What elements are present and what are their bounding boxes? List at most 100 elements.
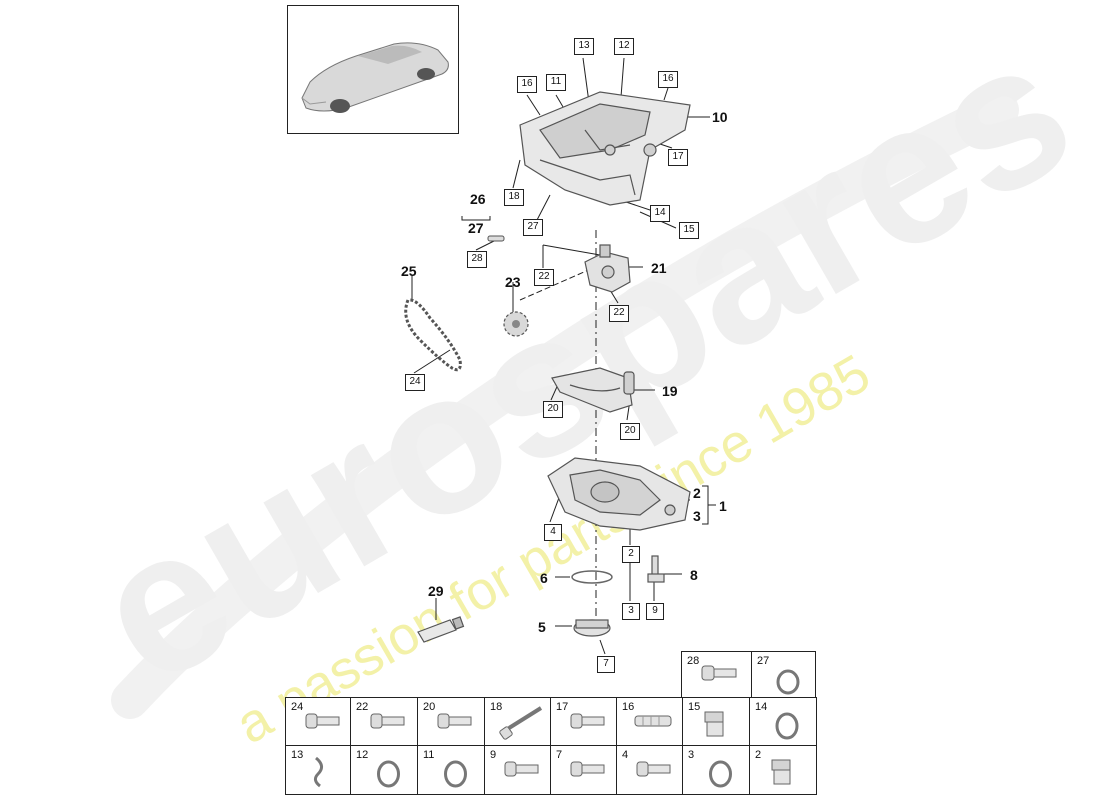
callout-3: 3 — [693, 508, 701, 524]
box-20a: 20 — [543, 401, 563, 418]
part-number: 11 — [423, 749, 435, 761]
oil-level-sensor — [647, 555, 665, 583]
part-number: 4 — [622, 749, 629, 761]
box-13: 13 — [574, 38, 594, 55]
callout-1: 1 — [719, 498, 727, 514]
stud-icon — [634, 715, 672, 727]
box-27: 27 — [523, 219, 543, 236]
bolt-icon — [570, 713, 605, 729]
callout-25: 25 — [401, 263, 417, 279]
ring-icon — [377, 760, 400, 788]
o-ring — [571, 570, 613, 584]
bolt-icon — [305, 713, 340, 729]
box-9: 9 — [646, 603, 664, 620]
part-cell-12: 12 — [350, 745, 419, 795]
box-14: 14 — [650, 205, 670, 222]
box-18: 18 — [504, 189, 524, 206]
upper-oil-sump-frame — [519, 91, 691, 206]
box-2: 2 — [622, 546, 640, 563]
drive-chain — [404, 298, 462, 372]
sealant-tube — [417, 616, 465, 643]
part-cell-18: 18 — [484, 697, 552, 747]
callout-27: 27 — [468, 220, 484, 236]
callout-26: 26 — [470, 191, 486, 207]
part-cell-7: 7 — [550, 745, 618, 795]
box-20b: 20 — [620, 423, 640, 440]
part-number: 3 — [688, 749, 695, 761]
part-cell-17: 17 — [550, 697, 618, 747]
part-number: 15 — [688, 701, 701, 713]
box-3: 3 — [622, 603, 640, 620]
callout-23: 23 — [505, 274, 521, 290]
oil-drain-cover — [573, 619, 611, 637]
part-cell-27: 27 — [751, 651, 816, 699]
box-15: 15 — [679, 222, 699, 239]
bolt-icon — [370, 713, 405, 729]
oil-baffle — [551, 367, 635, 413]
box-16b: 16 — [658, 71, 678, 88]
sprocket — [503, 311, 529, 337]
bolt-icon — [504, 761, 539, 777]
plug-icon — [704, 711, 724, 737]
box-17: 17 — [668, 149, 688, 166]
part-number: 17 — [556, 701, 569, 713]
part-number: 13 — [291, 749, 304, 761]
callout-8: 8 — [690, 567, 698, 583]
bolt-icon — [437, 713, 472, 729]
oil-pan — [547, 457, 691, 531]
box-16a: 16 — [517, 76, 537, 93]
clip-icon — [313, 756, 323, 788]
box-4: 4 — [544, 524, 562, 541]
part-number: 14 — [755, 701, 768, 713]
box-22b: 22 — [609, 305, 629, 322]
part-cell-24: 24 — [285, 697, 352, 747]
box-28: 28 — [467, 251, 487, 268]
part-number: 9 — [490, 749, 497, 761]
callout-5: 5 — [538, 619, 546, 635]
part-cell-11: 11 — [417, 745, 486, 795]
long-bolt-icon — [499, 706, 543, 740]
part-cell-16: 16 — [616, 697, 684, 747]
part-number: 18 — [490, 701, 503, 713]
part-cell-28: 28 — [681, 651, 753, 699]
guide-pin — [487, 235, 505, 242]
box-22a: 22 — [534, 269, 554, 286]
part-number: 20 — [423, 701, 436, 713]
callout-6: 6 — [540, 570, 548, 586]
callout-2: 2 — [693, 485, 701, 501]
oil-pump — [584, 244, 631, 293]
part-cell-13: 13 — [285, 745, 352, 795]
part-number: 16 — [622, 701, 635, 713]
plug-icon — [771, 759, 791, 785]
part-cell-20: 20 — [417, 697, 486, 747]
box-12: 12 — [614, 38, 634, 55]
part-cell-2: 2 — [749, 745, 817, 795]
bolt-icon — [636, 761, 671, 777]
part-number: 12 — [356, 749, 369, 761]
part-cell-3: 3 — [682, 745, 751, 795]
ring-icon — [709, 760, 732, 788]
bolt-icon — [570, 761, 605, 777]
callout-19: 19 — [662, 383, 678, 399]
model-thumbnail — [287, 5, 459, 134]
callout-29: 29 — [428, 583, 444, 599]
bolt-icon — [701, 665, 737, 681]
part-cell-15: 15 — [682, 697, 751, 747]
callout-21: 21 — [651, 260, 667, 276]
box-24: 24 — [405, 374, 425, 391]
part-cell-9: 9 — [484, 745, 552, 795]
part-cell-4: 4 — [616, 745, 684, 795]
ring-icon — [775, 712, 799, 740]
part-cell-22: 22 — [350, 697, 419, 747]
box-11: 11 — [546, 74, 566, 91]
part-number: 7 — [556, 749, 563, 761]
callout-10: 10 — [712, 109, 728, 125]
car-icon — [301, 42, 449, 113]
part-number: 2 — [755, 749, 762, 761]
part-number: 28 — [687, 655, 700, 667]
ring-icon — [776, 669, 800, 695]
part-number: 27 — [757, 655, 770, 667]
part-number: 24 — [291, 701, 304, 713]
